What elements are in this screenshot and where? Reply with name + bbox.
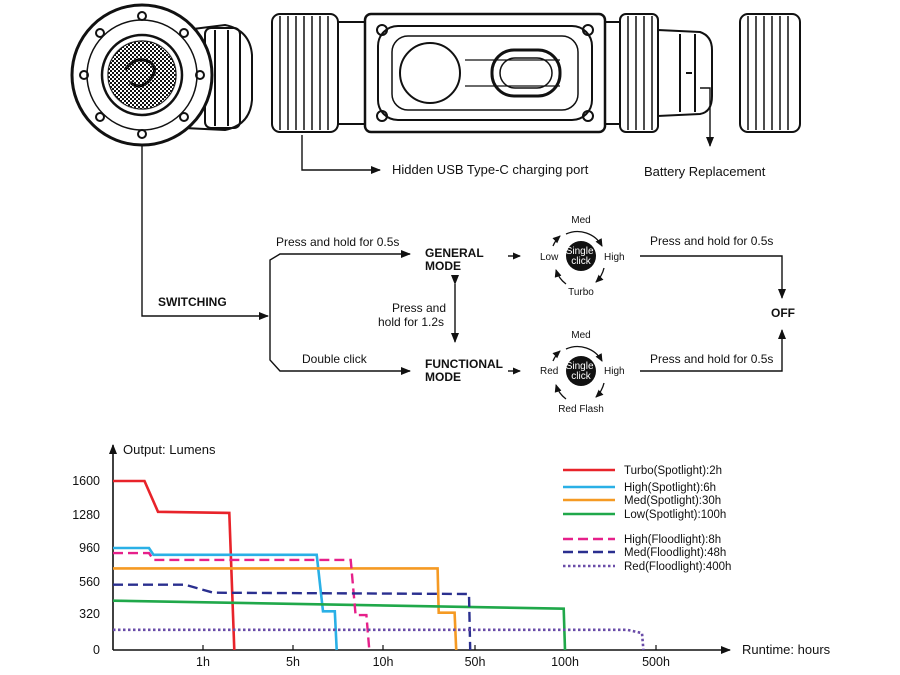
double-click-label: Double click <box>302 352 368 366</box>
x-tick-label: 500h <box>642 655 670 669</box>
battery-leader <box>700 87 714 147</box>
general-mode-label: GENERAL MODE <box>425 246 487 273</box>
legend-label: Med(Spotlight):30h <box>624 495 721 507</box>
y-axis-title: Output: Lumens <box>123 442 216 457</box>
tail-cap-illustration <box>739 13 801 133</box>
x-tick-label: 50h <box>465 655 486 669</box>
press-hold-12-label: Press and hold for 1.2s <box>378 301 449 329</box>
series-line-4 <box>113 551 371 651</box>
headlamp-body-illustration <box>271 12 713 134</box>
general-single-click-badge <box>566 241 596 271</box>
general-turbo-label: Turbo <box>568 287 594 298</box>
general-high-label: High <box>604 252 625 263</box>
y-tick-label: 0 <box>93 643 100 657</box>
legend-label: High(Spotlight):6h <box>624 482 716 494</box>
x-tick-label: 100h <box>551 655 579 669</box>
series-line-3 <box>112 599 567 651</box>
right-top-hold-label: Press and hold for 0.5s <box>650 234 773 248</box>
usb-port-leader <box>301 135 381 174</box>
general-med-label: Med <box>571 215 590 226</box>
y-tick-label: 320 <box>79 607 100 621</box>
series-line-0 <box>113 479 236 651</box>
legend-label: Low(Spotlight):100h <box>624 509 726 521</box>
x-tick-label: 1h <box>196 655 210 669</box>
svg-text:Single click: Single click <box>566 361 597 382</box>
general-low-label: Low <box>540 252 559 263</box>
usb-port-label: Hidden USB Type-C charging port <box>392 162 589 177</box>
off-label: OFF <box>771 306 795 320</box>
legend-label: High(Floodlight):8h <box>624 534 721 546</box>
flow-connectors <box>141 145 786 375</box>
functional-mode-label: FUNCTIONAL MODE <box>425 357 506 384</box>
series-line-2 <box>113 567 458 651</box>
legend-label: Med(Floodlight):48h <box>624 547 726 559</box>
y-tick-label: 1280 <box>72 508 100 522</box>
switching-label: SWITCHING <box>158 295 227 309</box>
headlamp-head-illustration <box>70 3 253 147</box>
press-hold-05-label: Press and hold for 0.5s <box>276 235 399 249</box>
functional-med-label: Med <box>571 330 590 341</box>
x-tick-label: 10h <box>373 655 394 669</box>
y-tick-label: 1600 <box>72 474 100 488</box>
x-tick-label: 5h <box>286 655 300 669</box>
legend-label: Turbo(Spotlight):2h <box>624 465 722 477</box>
svg-text:Single click: Single click <box>566 246 597 267</box>
runtime-chart: Output: Lumens Runtime: hours 0 320 560 960… <box>72 442 830 669</box>
series-line-6 <box>113 628 645 651</box>
functional-red-label: Red <box>540 366 558 377</box>
functional-single-click-badge <box>566 356 596 386</box>
functional-high-label: High <box>604 366 625 377</box>
functional-redflash-label: Red Flash <box>558 404 604 415</box>
y-tick-label: 560 <box>79 575 100 589</box>
x-axis-title: Runtime: hours <box>742 642 831 657</box>
legend-label: Red(Floodlight):400h <box>624 561 731 573</box>
y-tick-label: 960 <box>79 541 100 555</box>
general-mode-cycle: Single click Med Low High Turbo <box>540 215 625 298</box>
chart-legend: Turbo(Spotlight):2hHigh(Spotlight):6hMed… <box>563 465 731 573</box>
right-bottom-hold-label: Press and hold for 0.5s <box>650 352 773 366</box>
series-line-5 <box>113 583 472 651</box>
functional-mode-cycle: Single click Med Red High Red Flash <box>540 330 625 415</box>
battery-label: Battery Replacement <box>644 164 766 179</box>
series-line-1 <box>113 546 338 651</box>
